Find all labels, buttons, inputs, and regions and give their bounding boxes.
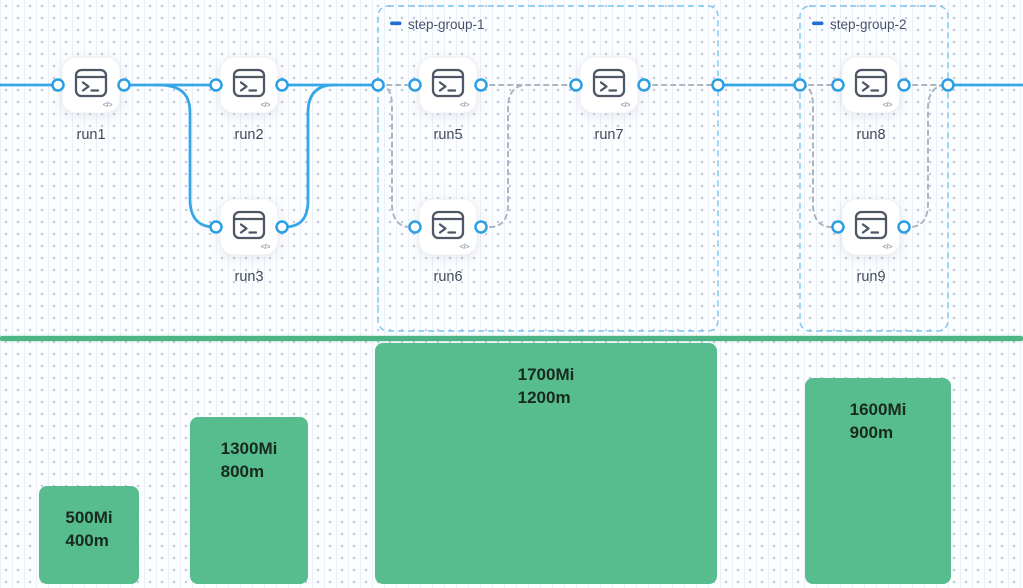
port-run2-out[interactable]	[275, 78, 289, 92]
port-group1-out[interactable]	[711, 78, 725, 92]
port-run5-out[interactable]	[474, 78, 488, 92]
bar-memory-label: 500Mi	[65, 508, 113, 527]
code-badge-icon: </>	[460, 242, 470, 251]
node-run6-label: run6	[433, 269, 462, 285]
code-badge-icon: </>	[883, 100, 893, 109]
port-run5-in[interactable]	[408, 78, 422, 92]
node-run8[interactable]: </>	[841, 56, 901, 114]
port-run6-in[interactable]	[408, 220, 422, 234]
node-run7-label: run7	[594, 127, 623, 143]
flow-layer: step-group-1 step-group-2 </> run1	[0, 5, 1023, 332]
node-run9-label: run9	[856, 269, 885, 285]
edge-run9-group2exit[interactable]	[903, 84, 946, 228]
port-run7-out[interactable]	[637, 78, 651, 92]
edge-run6-run7[interactable]	[480, 84, 526, 228]
port-run7-in[interactable]	[569, 78, 583, 92]
code-badge-icon: </>	[621, 100, 631, 109]
node-run5-label: run5	[433, 127, 462, 143]
node-run5[interactable]: </>	[418, 56, 478, 114]
port-run1-out[interactable]	[117, 78, 131, 92]
resource-bar-3: 1700Mi 1200m	[375, 343, 717, 584]
edge-group2-run9[interactable]	[801, 84, 839, 228]
bar-cpu-label: 800m	[220, 462, 265, 481]
step-group-2-container[interactable]	[799, 5, 949, 332]
step-group-2-label: step-group-2	[830, 17, 907, 32]
node-run8-label: run8	[856, 127, 885, 143]
step-group-1-container[interactable]	[377, 5, 719, 332]
step-group-1-label: step-group-1	[408, 17, 485, 32]
bar-memory-label: 1700Mi	[517, 365, 575, 384]
resource-divider	[0, 336, 1023, 341]
node-run9[interactable]: </>	[841, 198, 901, 256]
collapse-group-2-icon[interactable]	[812, 21, 824, 26]
port-run9-in[interactable]	[831, 220, 845, 234]
port-group2-in[interactable]	[793, 78, 807, 92]
code-badge-icon: </>	[261, 242, 271, 251]
bar-cpu-label: 400m	[65, 531, 109, 550]
port-run6-out[interactable]	[474, 220, 488, 234]
code-badge-icon: </>	[103, 100, 113, 109]
node-run7[interactable]: </>	[579, 56, 639, 114]
port-run2-in[interactable]	[209, 78, 223, 92]
node-run3[interactable]: </>	[219, 198, 279, 256]
code-badge-icon: </>	[460, 100, 470, 109]
code-badge-icon: </>	[261, 100, 271, 109]
collapse-group-1-icon[interactable]	[390, 21, 402, 26]
node-run1-label: run1	[76, 127, 105, 143]
node-run2[interactable]: </>	[219, 56, 279, 114]
port-run8-in[interactable]	[831, 78, 845, 92]
bar-cpu-label: 900m	[849, 423, 894, 442]
node-run6[interactable]: </>	[418, 198, 478, 256]
resource-bar-1: 500Mi 400m	[39, 486, 139, 584]
node-run3-label: run3	[234, 269, 263, 285]
resource-bar-4: 1600Mi 900m	[805, 378, 951, 584]
bar-cpu-label: 1200m	[517, 388, 571, 407]
bar-memory-label: 1600Mi	[849, 400, 907, 419]
port-run3-out[interactable]	[275, 220, 289, 234]
port-run1-in[interactable]	[51, 78, 65, 92]
bar-memory-label: 1300Mi	[220, 439, 278, 458]
node-run2-label: run2	[234, 127, 263, 143]
port-group1-in[interactable]	[371, 78, 385, 92]
edge-run1-run3[interactable]	[156, 83, 218, 229]
node-run1[interactable]: </>	[61, 56, 121, 114]
edge-group1-run6[interactable]	[379, 84, 416, 228]
port-run8-out[interactable]	[897, 78, 911, 92]
code-badge-icon: </>	[883, 242, 893, 251]
port-run3-in[interactable]	[209, 220, 223, 234]
port-group2-out[interactable]	[941, 78, 955, 92]
resource-bar-2: 1300Mi 800m	[190, 417, 308, 584]
port-run9-out[interactable]	[897, 220, 911, 234]
edge-run3-group1[interactable]	[280, 83, 336, 229]
